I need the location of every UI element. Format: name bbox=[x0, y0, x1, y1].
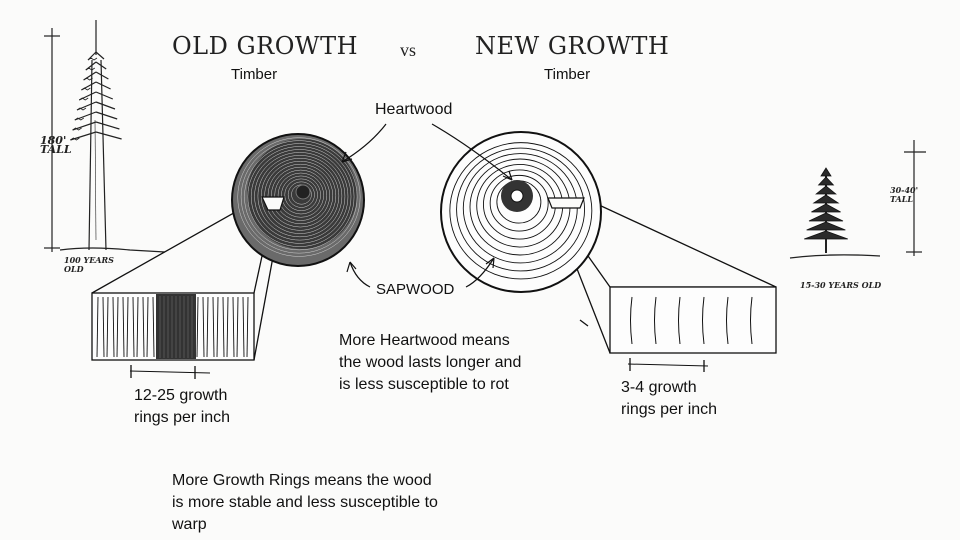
versus-label: vs bbox=[400, 40, 417, 60]
new-rings-line-2: rings per inch bbox=[621, 401, 718, 418]
old-rings-label: 12-25 growth rings per inch bbox=[134, 385, 230, 429]
heartwood-label: Heartwood bbox=[375, 101, 453, 118]
old-height-line-1: 180' bbox=[40, 134, 67, 147]
new-age-label: 15-30 YEARS OLD bbox=[800, 281, 881, 290]
old-rings-line-2: rings per inch bbox=[134, 409, 231, 426]
growth-rings-note-line-3: warp bbox=[172, 516, 207, 533]
new-height-line-1: 30-40' bbox=[890, 185, 919, 195]
old-growth-board bbox=[91, 196, 285, 379]
old-rings-line-1: 12-25 growth bbox=[134, 387, 228, 404]
old-height-label: 180' TALL bbox=[40, 134, 72, 156]
old-growth-tree bbox=[44, 20, 166, 253]
annotation-arrows bbox=[341, 123, 513, 288]
old-age-line-2: OLD bbox=[64, 264, 84, 274]
new-growth-title: NEW GROWTH bbox=[475, 32, 670, 60]
new-growth-log bbox=[440, 131, 602, 293]
new-age-text: 15-30 YEARS OLD bbox=[800, 280, 882, 290]
new-growth-subtitle: Timber bbox=[544, 66, 591, 83]
growth-rings-note-line-2: is more stable and less susceptible to bbox=[172, 494, 438, 511]
sapwood-label: SAPWOOD bbox=[376, 281, 455, 298]
old-age-line-1: 100 YEARS bbox=[64, 255, 114, 265]
heartwood-note-line-3: is less susceptible to rot bbox=[339, 376, 509, 393]
old-growth-title: OLD GROWTH bbox=[172, 32, 359, 60]
new-height-label: 30-40' TALL bbox=[890, 186, 918, 204]
new-growth-board bbox=[547, 197, 777, 372]
old-height-line-2: TALL bbox=[40, 143, 72, 156]
old-growth-subtitle: Timber bbox=[231, 66, 278, 83]
heartwood-note-line-2: the wood lasts longer and bbox=[339, 354, 522, 371]
new-rings-label: 3-4 growth rings per inch bbox=[621, 377, 717, 421]
growth-rings-note: More Growth Rings means the wood is more… bbox=[172, 470, 438, 536]
new-height-line-2: TALL bbox=[890, 194, 913, 204]
heartwood-note: More Heartwood means the wood lasts long… bbox=[339, 330, 521, 396]
new-rings-line-1: 3-4 growth bbox=[621, 379, 697, 396]
old-age-label: 100 YEARS OLD bbox=[64, 256, 114, 274]
heartwood-note-line-1: More Heartwood means bbox=[339, 332, 510, 349]
new-growth-tree bbox=[789, 140, 926, 259]
growth-rings-note-line-1: More Growth Rings means the wood bbox=[172, 472, 432, 489]
old-growth-log bbox=[231, 133, 365, 267]
